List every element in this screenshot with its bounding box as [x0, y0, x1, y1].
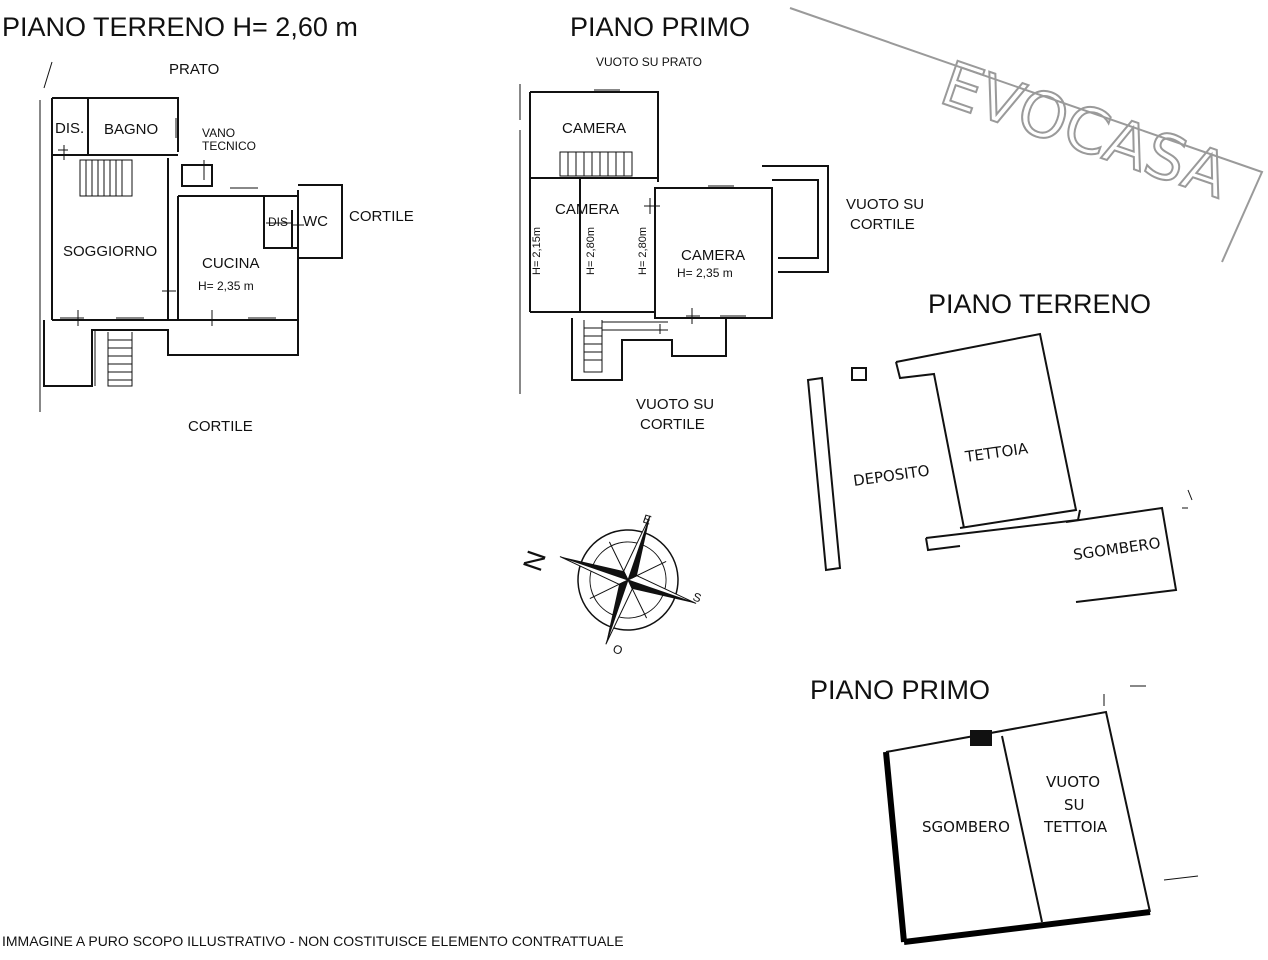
- first-floor-vuoto-cortile-east-2: CORTILE: [850, 216, 915, 233]
- first-floor-vuoto-prato: VUOTO SU PRATO: [596, 55, 702, 69]
- room-wc: WC: [303, 213, 328, 230]
- annex-first-vuoto-1: VUOTO: [1046, 773, 1100, 791]
- ground-floor-prato-label: PRATO: [169, 61, 219, 78]
- room-camera-right-height: H= 2,35 m: [677, 266, 733, 280]
- compass-o: O: [611, 642, 624, 658]
- room-vano-tecnico-2: TECNICO: [202, 139, 256, 153]
- room-cucina-height: H= 2,35 m: [198, 279, 254, 293]
- annex-first-floor-plan: PIANO PRIMO SGOMBERO VUOTO SU TETTOIA: [810, 675, 1199, 945]
- compass-e: E: [641, 512, 653, 528]
- room-soggiorno: SOGGIORNO: [63, 243, 157, 260]
- room-camera-top: CAMERA: [562, 120, 626, 137]
- annex-sgombero: SGOMBERO: [1072, 534, 1162, 564]
- ground-floor-title: PIANO TERRENO H= 2,60 m: [2, 12, 358, 42]
- annex-ground-walls: [806, 332, 1193, 603]
- annex-first-walls: [883, 685, 1199, 945]
- room-camera-left: CAMERA: [555, 201, 619, 218]
- first-floor-vuoto-cortile-south-1: VUOTO SU: [636, 396, 714, 413]
- first-floor-plan: PIANO PRIMO VUOTO SU PRATO VUOTO SU CORT…: [519, 12, 924, 433]
- room-vano-tecnico-1: VANO: [202, 126, 235, 140]
- disclaimer-text: IMMAGINE A PURO SCOPO ILLUSTRATIVO - NON…: [2, 933, 624, 949]
- annex-first-title: PIANO PRIMO: [810, 675, 990, 705]
- room-cucina: CUCINA: [202, 255, 260, 272]
- annex-first-vuoto-3: TETTOIA: [1043, 818, 1108, 836]
- annex-tettoia: TETTOIA: [963, 439, 1030, 466]
- first-floor-vuoto-cortile-south-2: CORTILE: [640, 416, 705, 433]
- annex-deposito: DEPOSITO: [852, 461, 931, 490]
- ground-floor-cortile-east-label: CORTILE: [349, 208, 414, 225]
- annex-first-sgombero: SGOMBERO: [922, 818, 1010, 836]
- first-floor-vuoto-cortile-east-1: VUOTO SU: [846, 196, 924, 213]
- room-height-1: H= 2,15m: [531, 227, 543, 275]
- ground-floor-plan: PIANO TERRENO H= 2,60 m PRATO CORTILE CO…: [2, 12, 414, 435]
- first-floor-walls: [519, 84, 829, 394]
- ground-floor-walls: [39, 61, 343, 412]
- room-dis-2: DIS: [268, 215, 288, 229]
- room-height-3: H= 2,80m: [637, 227, 649, 275]
- watermark-text: EVOCASA: [932, 47, 1237, 213]
- compass-s: S: [691, 590, 703, 606]
- first-floor-title: PIANO PRIMO: [570, 12, 750, 42]
- annex-first-vuoto-2: SU: [1064, 796, 1085, 814]
- annex-ground-floor-plan: PIANO TERRENO DEPOSITO TETTOIA SGOMBERO: [806, 289, 1193, 603]
- room-height-2: H= 2,80m: [585, 227, 597, 275]
- room-dis-1: DIS.: [55, 120, 84, 137]
- room-camera-right: CAMERA: [681, 247, 745, 264]
- ground-floor-cortile-south-label: CORTILE: [188, 418, 253, 435]
- annex-first-chimney-block: [970, 730, 992, 746]
- room-bagno: BAGNO: [104, 121, 158, 138]
- compass-rose: [559, 515, 697, 645]
- annex-ground-title: PIANO TERRENO: [928, 289, 1151, 319]
- compass-n: N: [517, 547, 552, 575]
